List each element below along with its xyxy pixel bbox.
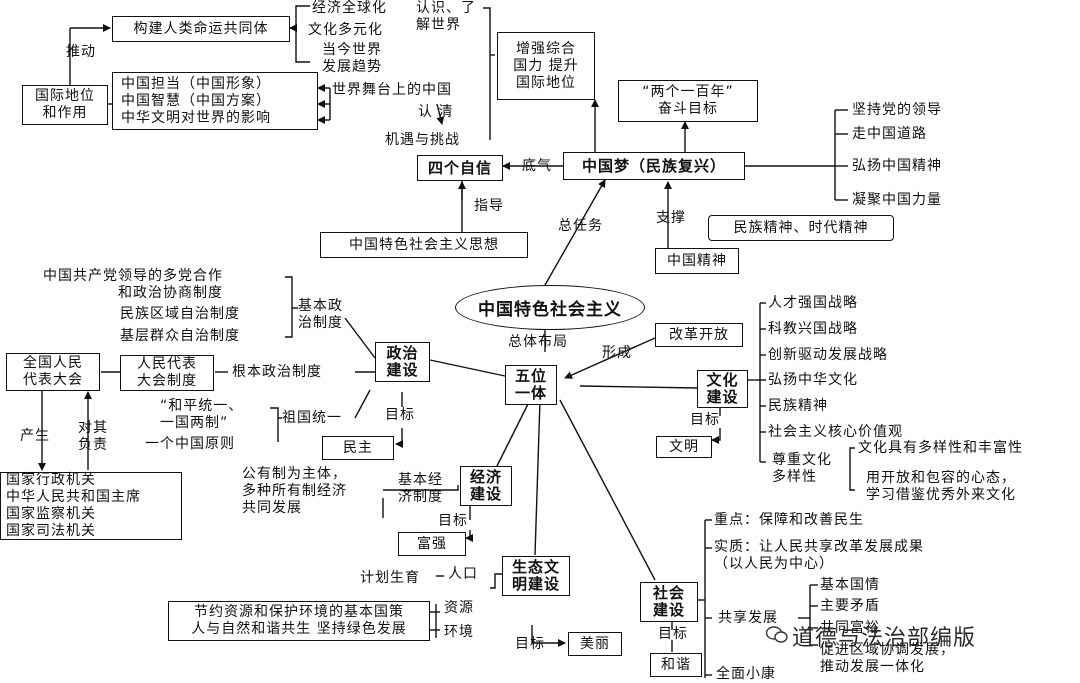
respect-culture-label: 尊重文化 多样性: [772, 452, 832, 485]
china-role-item: 中国智慧（中国方案）: [121, 92, 271, 109]
essence-label: 实质：让人民共享改革发展成果 （以人民为中心）: [714, 539, 924, 572]
center-oval: 中国特色社会主义: [455, 285, 645, 330]
world-trend-item: 经济全球化: [312, 0, 387, 16]
resource-policy-box: 节约资源和保护环境的基本国策 人与自然和谐共生 坚持绿色发展: [168, 601, 430, 641]
root-political-label: 根本政治制度: [232, 364, 322, 380]
basic-economic-label: 基本经 济制度: [398, 472, 443, 505]
wechat-icon: [766, 626, 788, 643]
dream-item: 坚持党的领导: [852, 102, 942, 118]
opportunity-challenge-label: 机遇与挑战: [385, 132, 460, 148]
produce-label: 产生: [20, 428, 50, 444]
understand-world-label: 认识、了 解世界: [416, 0, 476, 33]
family-planning-label: 计划生育: [360, 570, 420, 586]
civilization-box: 文明: [656, 436, 712, 458]
dream-item: 凝聚中国力量: [852, 192, 942, 208]
china-role-item: 中国担当（中国形象）: [121, 75, 271, 92]
npc-box: 全国人民 代表大会: [6, 353, 100, 391]
goal-label: 目标: [690, 412, 720, 428]
culture-open-label: 用开放和包容的心态， 学习借鉴优秀外来文化: [866, 470, 1016, 503]
shared-development-label: 共享发展: [718, 610, 778, 626]
npc-system-box: 人民代表 大会制度: [120, 355, 214, 391]
overall-layout-label: 总体布局: [508, 334, 568, 350]
general-task-label: 总任务: [558, 218, 603, 234]
harmony-box: 和谐: [650, 653, 702, 677]
strengthen-power-box: 增强综合 国力 提升 国际地位: [497, 32, 595, 100]
china-dream-box: 中国梦（民族复兴）: [563, 152, 745, 180]
thought-box: 中国特色社会主义思想: [320, 232, 528, 258]
state-organs-box: 国家行政机关 中华人民共和国主席 国家监察机关 国家司法机关: [0, 472, 182, 540]
reunification-label: 祖国统一: [282, 410, 342, 426]
reform-opening-box: 改革开放: [655, 323, 743, 347]
culture-item: 人才强国战略: [768, 295, 858, 311]
goal-label: 目标: [438, 513, 468, 529]
focus-label: 重点：保障和改善民生: [714, 512, 864, 528]
goal-label: 目标: [385, 407, 415, 423]
culture-item: 民族精神: [768, 398, 828, 414]
world-trend-item: 文化多元化: [308, 22, 383, 38]
two-centenary-box: “两个一百年” 奋斗目标: [618, 80, 758, 122]
goal-label: 目标: [515, 636, 545, 652]
economy-box: 经济 建设: [460, 466, 512, 506]
prosperity-box: 富强: [398, 532, 466, 556]
china-role-item: 中华文明对世界的影响: [121, 109, 271, 126]
peaceful-unification-label: “和平统一、 一国两制”: [160, 398, 244, 431]
culture-item: 社会主义核心价值观: [768, 424, 903, 440]
share-item: 基本国情: [820, 577, 880, 593]
promote-label: 推动: [66, 44, 96, 60]
culture-diverse-label: 文化具有多样性和丰富性: [858, 440, 1023, 456]
environment-label: 环境: [444, 624, 474, 640]
world-stage-label: 世界舞台上的中国: [332, 82, 452, 98]
society-box: 社会 建设: [640, 582, 698, 622]
one-china-label: 一个中国原则: [145, 436, 235, 452]
political-system-item: 中国共产党领导的多党合作 和政治协商制度: [43, 268, 223, 301]
support-label: 支撑: [656, 210, 686, 226]
spirit-detail-box: 民族精神、时代精神: [708, 215, 894, 241]
ecology-box: 生态文 明建设: [502, 556, 570, 596]
recognize-label: 认 清: [418, 104, 454, 120]
democracy-box: 民主: [322, 436, 394, 460]
political-system-item: 基层群众自治制度: [120, 328, 240, 344]
dream-item: 弘扬中国精神: [852, 158, 942, 174]
china-roles-box: 中国担当（中国形象） 中国智慧（中国方案） 中华文明对世界的影响: [112, 72, 318, 130]
culture-item: 弘扬中华文化: [768, 372, 858, 388]
watermark: 道德与法治部编版: [792, 626, 977, 651]
moderate-prosperity-label: 全面小康: [716, 666, 776, 682]
share-item: 促进区域协调发展， 推动发展一体化: [820, 642, 955, 675]
world-trend-item: 当今世界 发展趋势: [322, 42, 382, 75]
culture-box: 文化 建设: [697, 370, 748, 408]
population-label: 人口: [448, 566, 478, 582]
resource-label: 资源: [444, 600, 474, 616]
confidence-base-label: 底气: [522, 158, 552, 174]
goal-label: 目标: [658, 626, 688, 642]
culture-item: 创新驱动发展战略: [768, 347, 888, 363]
politics-box: 政治 建设: [375, 342, 430, 382]
dream-item: 走中国道路: [852, 126, 927, 142]
community-box: 构建人类命运共同体: [112, 16, 290, 42]
political-system-item: 民族区域自治制度: [120, 306, 240, 322]
responsible-label: 对其 负责: [78, 420, 108, 453]
beautiful-box: 美丽: [568, 632, 622, 656]
form-label: 形成: [602, 345, 632, 361]
share-item: 共同富裕: [820, 620, 880, 636]
china-spirit-box: 中国精神: [655, 248, 739, 274]
five-in-one-box: 五位 一体: [505, 365, 557, 405]
guide-label: 指导: [474, 198, 504, 214]
culture-item: 科教兴国战略: [768, 321, 858, 337]
basic-political-label: 基本政 治制度: [298, 298, 343, 331]
share-item: 主要矛盾: [820, 598, 880, 614]
ownership-label: 公有制为主体， 多种所有制经济 共同发展: [242, 466, 347, 516]
four-confidences-box: 四个自信: [417, 155, 503, 181]
intl-status-box: 国际地位 和作用: [22, 85, 108, 125]
